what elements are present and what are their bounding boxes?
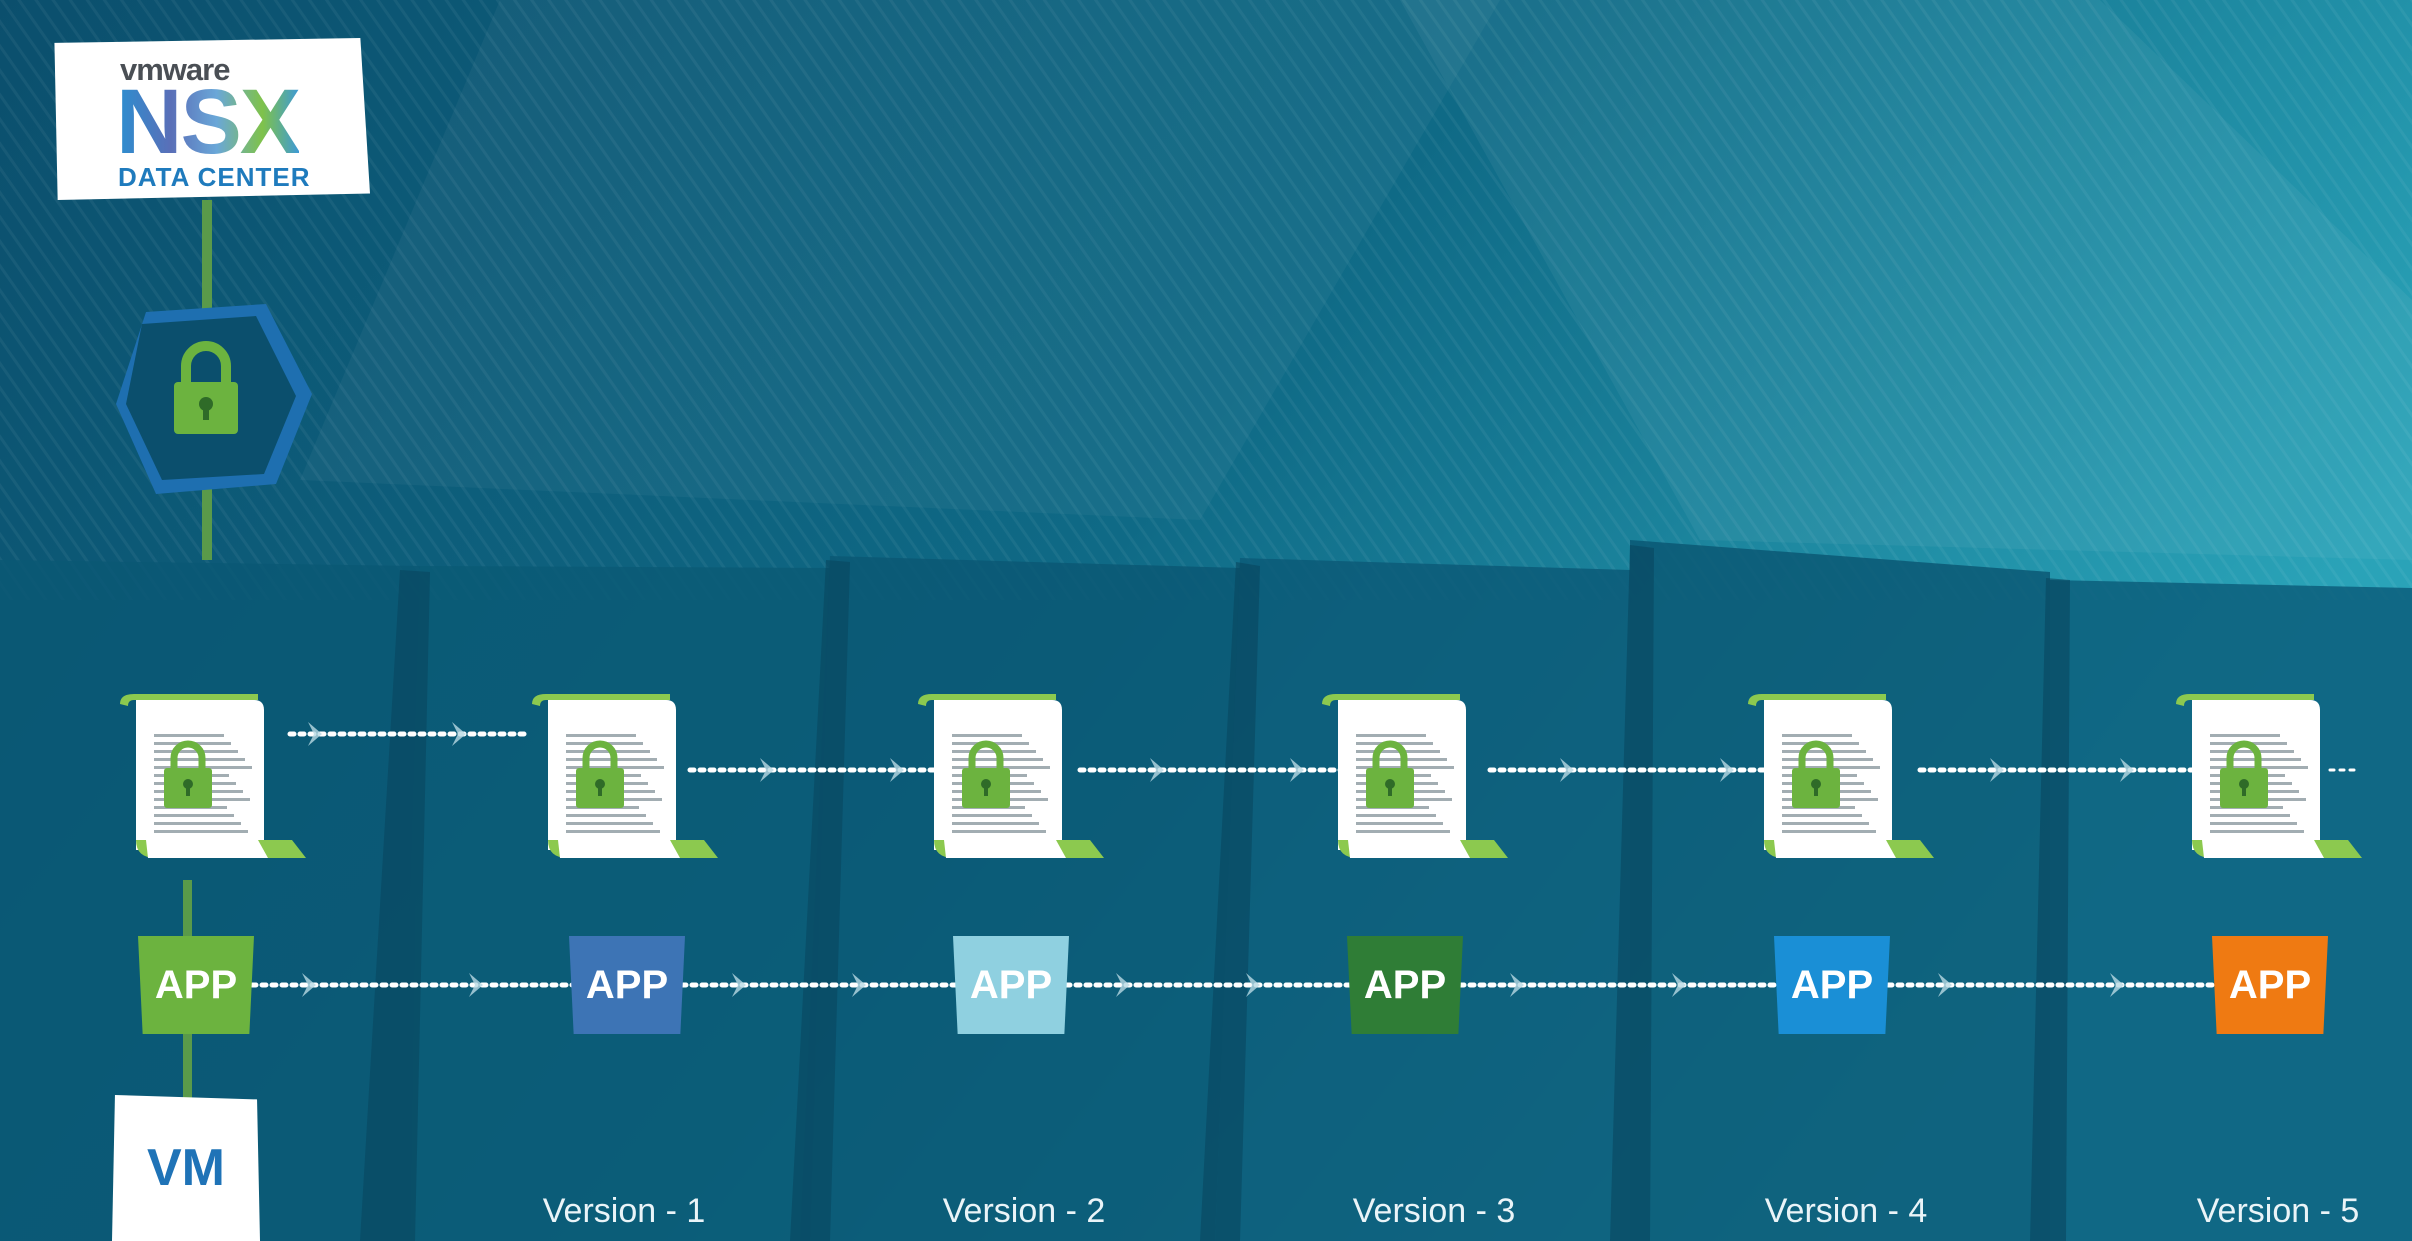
arrow-right-icon — [1938, 973, 1952, 997]
arrow-right-icon — [1290, 758, 1304, 782]
nsx-wordmark: NSX — [116, 71, 301, 173]
lock-icon — [164, 740, 212, 808]
lock-icon — [1792, 740, 1840, 808]
version-label-4: Version - 4 — [1764, 1192, 1928, 1230]
arrow-right-icon — [469, 973, 483, 997]
policy-document-root — [108, 690, 308, 880]
arrow-right-icon — [852, 973, 866, 997]
arrow-right-icon — [1990, 758, 2004, 782]
arrow-right-icon — [1720, 758, 1734, 782]
app-box-version-5[interactable]: APP — [2212, 936, 2328, 1034]
lock-icon — [576, 740, 624, 808]
version-label-5: Version - 5 — [2196, 1192, 2360, 1230]
lock-icon — [174, 341, 238, 434]
arrow-right-icon — [1116, 973, 1130, 997]
arrow-right-icon — [1560, 758, 1574, 782]
lock-icon — [962, 740, 1010, 808]
policy-document-v3 — [1310, 690, 1510, 880]
arrow-right-icon — [760, 758, 774, 782]
vm-box[interactable]: VM — [112, 1095, 260, 1241]
policy-document-v4 — [1736, 690, 1936, 880]
version-label-1: Version - 1 — [542, 1192, 706, 1230]
arrow-right-icon — [890, 758, 904, 782]
arrow-right-icon — [1150, 758, 1164, 782]
app-box-root[interactable]: APP — [138, 936, 254, 1034]
arrow-right-icon — [2120, 758, 2134, 782]
version-label-3: Version - 3 — [1352, 1192, 1516, 1230]
security-badge — [116, 304, 312, 494]
version-label-2: Version - 2 — [942, 1192, 1106, 1230]
policy-document-v1 — [520, 690, 720, 880]
arrow-right-icon — [1672, 973, 1686, 997]
lock-icon — [1366, 740, 1414, 808]
app-box-version-3[interactable]: APP — [1347, 936, 1463, 1034]
lock-icon — [2220, 740, 2268, 808]
arrow-right-icon — [452, 722, 466, 746]
arrow-right-icon — [308, 722, 322, 746]
app-box-version-2[interactable]: APP — [953, 936, 1069, 1034]
vmware-wordmark: vmware — [120, 52, 230, 87]
arrow-right-icon — [732, 973, 746, 997]
arrow-right-icon — [2110, 973, 2124, 997]
arrow-right-icon — [302, 973, 316, 997]
app-box-version-4[interactable]: APP — [1774, 936, 1890, 1034]
policy-document-v2 — [906, 690, 1106, 880]
arrow-right-icon — [1510, 973, 1524, 997]
policy-document-v5 — [2164, 690, 2364, 880]
app-box-version-1[interactable]: APP — [569, 936, 685, 1034]
arrow-right-icon — [1246, 973, 1260, 997]
data-center-label: DATA CENTER — [118, 162, 311, 192]
nsx-logo: vmware NSX ® DATA CENTER — [54, 38, 370, 200]
